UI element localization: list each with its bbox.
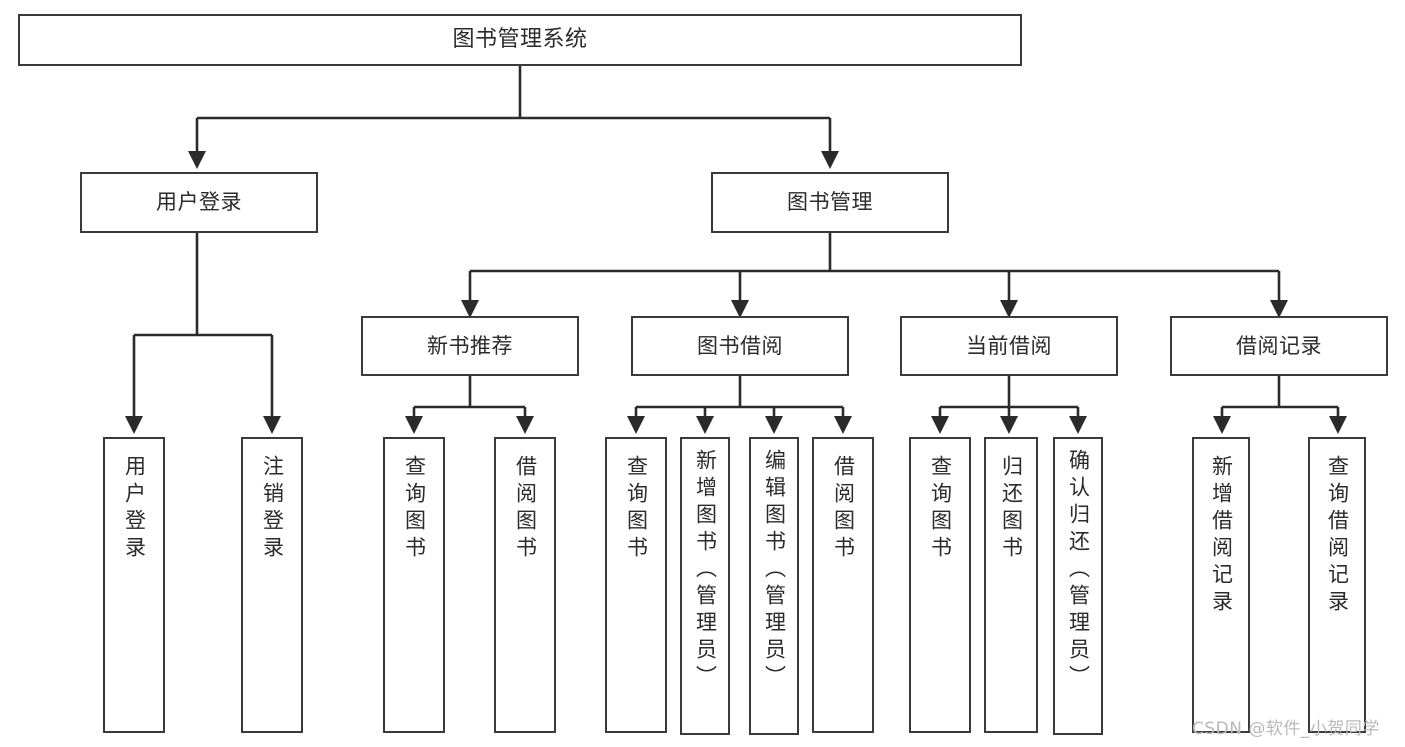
node-new-book-rec[interactable]: 新书推荐 xyxy=(361,316,579,376)
node-leaf-add-record[interactable]: 新增借阅记录 xyxy=(1192,437,1250,733)
csdn-watermark: CSDN @软件_小贺同学 xyxy=(1192,719,1380,739)
node-leaf-query-book-1-label: 查询图书 xyxy=(402,455,427,563)
node-user-login-label: 用户登录 xyxy=(156,190,242,215)
node-current-borrow-label: 当前借阅 xyxy=(966,333,1052,358)
node-leaf-edit-book-label: 编辑图书（管理员） xyxy=(762,449,787,692)
node-leaf-confirm-return[interactable]: 确认归还（管理员） xyxy=(1053,437,1103,735)
node-leaf-query-record-label: 查询借阅记录 xyxy=(1325,455,1350,617)
node-new-book-rec-label: 新书推荐 xyxy=(427,333,513,358)
node-leaf-query-book-2[interactable]: 查询图书 xyxy=(605,437,667,733)
node-leaf-logout-label: 注销登录 xyxy=(260,455,285,563)
node-leaf-query-record[interactable]: 查询借阅记录 xyxy=(1308,437,1366,733)
node-book-manage[interactable]: 图书管理 xyxy=(711,172,949,233)
node-book-borrow[interactable]: 图书借阅 xyxy=(631,316,849,376)
node-book-borrow-label: 图书借阅 xyxy=(697,333,783,358)
node-borrow-record[interactable]: 借阅记录 xyxy=(1170,316,1388,376)
node-user-login[interactable]: 用户登录 xyxy=(80,172,318,233)
node-leaf-borrow-book-1[interactable]: 借阅图书 xyxy=(494,437,556,733)
node-leaf-user-login-label: 用户登录 xyxy=(122,455,147,563)
node-leaf-borrow-book-1-label: 借阅图书 xyxy=(513,455,538,563)
node-leaf-borrow-book-2[interactable]: 借阅图书 xyxy=(812,437,874,733)
node-leaf-query-book-3-label: 查询图书 xyxy=(928,455,953,563)
node-leaf-edit-book[interactable]: 编辑图书（管理员） xyxy=(749,437,799,735)
node-borrow-record-label: 借阅记录 xyxy=(1236,333,1322,358)
node-leaf-return-book[interactable]: 归还图书 xyxy=(984,437,1038,733)
node-leaf-query-book-3[interactable]: 查询图书 xyxy=(909,437,971,733)
node-leaf-borrow-book-2-label: 借阅图书 xyxy=(831,455,856,563)
node-root-label: 图书管理系统 xyxy=(452,27,588,53)
node-current-borrow[interactable]: 当前借阅 xyxy=(900,316,1118,376)
node-leaf-add-book[interactable]: 新增图书（管理员） xyxy=(680,437,730,735)
node-book-manage-label: 图书管理 xyxy=(787,190,873,215)
node-leaf-confirm-return-label: 确认归还（管理员） xyxy=(1066,449,1091,692)
node-leaf-return-book-label: 归还图书 xyxy=(999,455,1024,563)
node-leaf-query-book-2-label: 查询图书 xyxy=(624,455,649,563)
node-root[interactable]: 图书管理系统 xyxy=(18,14,1022,66)
node-leaf-add-record-label: 新增借阅记录 xyxy=(1209,455,1234,617)
node-leaf-query-book-1[interactable]: 查询图书 xyxy=(383,437,445,733)
node-leaf-add-book-label: 新增图书（管理员） xyxy=(693,449,718,692)
node-leaf-user-login[interactable]: 用户登录 xyxy=(103,437,165,733)
node-leaf-logout[interactable]: 注销登录 xyxy=(241,437,303,733)
